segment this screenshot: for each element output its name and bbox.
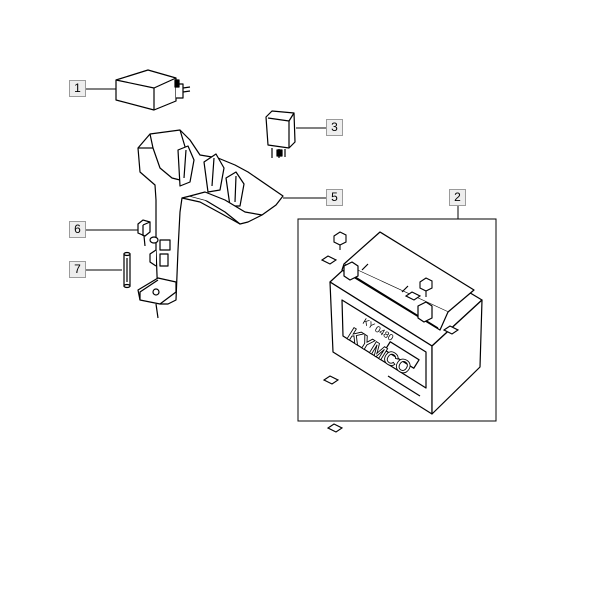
callout-5[interactable]: 5: [326, 189, 343, 206]
part-1-relay: [115, 69, 191, 111]
battery-hardware: [320, 231, 460, 433]
part-6-bolt: [137, 219, 159, 247]
part-7-fuse: [123, 251, 131, 289]
callout-6[interactable]: 6: [69, 221, 86, 238]
callout-7[interactable]: 7: [69, 261, 86, 278]
callout-1[interactable]: 1: [69, 80, 86, 97]
leader-lines: [86, 88, 459, 271]
callout-2[interactable]: 2: [449, 189, 466, 206]
part-5-bracket: [137, 129, 284, 319]
part-2-battery: [329, 231, 483, 415]
part-3-relay: [265, 110, 296, 158]
callout-3[interactable]: 3: [326, 119, 343, 136]
